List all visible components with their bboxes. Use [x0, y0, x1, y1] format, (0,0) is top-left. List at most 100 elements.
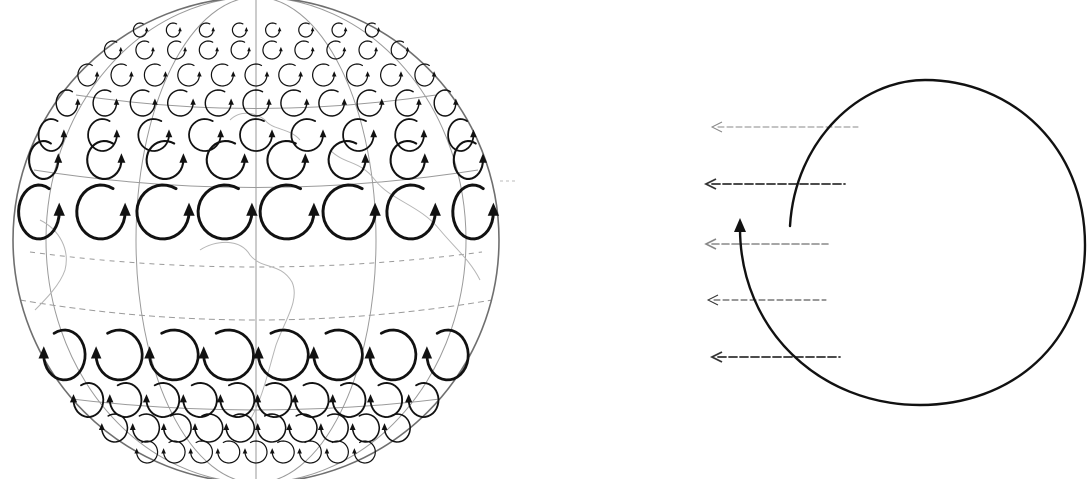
eddy-north-4-3: [189, 119, 224, 151]
eddy-north-1-8: [359, 41, 378, 59]
eddy-north-3-4: [205, 90, 234, 116]
eddy-arrowhead: [382, 423, 388, 430]
eddy-north-2-6: [279, 64, 303, 86]
eddy-arc: [133, 414, 160, 442]
eddy-north-4-5: [291, 119, 326, 151]
eddy-arrowhead: [369, 203, 380, 216]
eddy-arc: [258, 383, 292, 417]
eddy-arc: [300, 441, 322, 463]
eddy-arc: [332, 23, 346, 37]
eddy-arrowhead: [399, 71, 404, 76]
eddy-arrowhead: [367, 394, 374, 402]
eddy-arc: [267, 141, 305, 179]
eddy-arrowhead: [344, 27, 348, 31]
eddy-south-7-6: [365, 330, 416, 380]
eddy-south-8-4: [217, 383, 255, 417]
eddy-arc: [226, 414, 254, 442]
eddy-north-0-3: [232, 23, 248, 37]
eddy-arrowhead: [91, 346, 102, 358]
eddy-arc: [136, 41, 153, 59]
eddy-arc: [96, 330, 142, 380]
eddy-arc: [327, 41, 345, 59]
eddy-arc: [289, 414, 317, 442]
eddy-north-5-4: [267, 141, 309, 179]
wind-arrows: [706, 122, 858, 362]
eddy-arc: [381, 64, 401, 86]
eddy-north-3-5: [243, 90, 272, 116]
eddy-south-10-4: [243, 441, 267, 463]
eddy-arrowhead: [352, 448, 357, 453]
eddy-arc: [453, 185, 494, 239]
eddy-north-3-9: [396, 90, 422, 116]
eddy-arrowhead: [145, 27, 149, 31]
wind-arrow-5: [712, 352, 840, 362]
eddy-arc: [137, 441, 158, 463]
eddy-north-4-8: [448, 119, 477, 151]
eddy-arc: [19, 185, 60, 239]
eddy-arrowhead: [365, 71, 370, 76]
eddy-north-5-3: [207, 141, 249, 179]
eddy-south-9-3: [192, 414, 223, 442]
eddy-arrowhead: [265, 71, 270, 76]
eddy-arrowhead: [183, 47, 187, 51]
eddy-arrowhead: [75, 99, 81, 105]
eddy-arrowhead: [197, 71, 202, 76]
eddy-north-2-7: [313, 64, 337, 86]
eddy-north-4-6: [343, 119, 377, 151]
eddy-arc: [272, 441, 294, 463]
eddy-arrowhead: [245, 27, 249, 31]
eddy-arc: [365, 23, 378, 37]
eddy-arc: [353, 414, 380, 442]
eddy-arrowhead: [241, 153, 249, 162]
eddy-south-10-2: [188, 441, 212, 463]
eddy-arc: [314, 330, 363, 380]
eddy-north-3-6: [281, 90, 310, 116]
eddy-south-10-8: [352, 441, 375, 463]
eddy-north-2-1: [111, 64, 134, 86]
eddy-north-1-7: [327, 41, 346, 59]
eddy-arrowhead: [311, 47, 315, 51]
eddy-arrowhead: [253, 346, 264, 358]
eddy-arrowhead: [106, 394, 113, 402]
eddy-arrowhead: [161, 423, 167, 430]
eddy-arc: [220, 383, 254, 417]
eddy-arc: [370, 330, 416, 380]
eddy-north-0-4: [266, 23, 282, 37]
eddy-north-6-1: [77, 185, 131, 239]
eddy-arc: [387, 185, 435, 239]
eddy-arrowhead: [217, 129, 224, 137]
eddy-arc: [133, 23, 146, 37]
eddy-arrowhead: [243, 448, 248, 453]
eddy-arrowhead: [211, 27, 215, 31]
eddy-arrowhead: [270, 448, 275, 453]
eddy-south-10-5: [270, 441, 294, 463]
eddy-arc: [191, 441, 213, 463]
eddy-arrowhead: [304, 99, 310, 105]
eddy-arrowhead: [54, 153, 62, 162]
eddy-arrowhead: [269, 129, 276, 137]
eddy-arc: [78, 64, 97, 86]
eddy-arc: [231, 41, 249, 59]
eddy-arrowhead: [405, 394, 412, 402]
eddy-south-7-2: [144, 330, 198, 380]
eddy-south-10-7: [325, 441, 349, 463]
eddy-south-8-1: [106, 383, 141, 417]
eddy-arc: [144, 64, 165, 86]
eddy-arrowhead: [309, 346, 320, 358]
eddy-north-6-7: [453, 185, 499, 239]
eddy-arrowhead: [119, 47, 123, 51]
eddy-arc: [77, 185, 125, 239]
eddy-arrowhead: [421, 129, 428, 137]
eddy-arrowhead: [166, 129, 173, 137]
eddy-arc: [168, 41, 186, 59]
eddy-north-6-2: [137, 185, 195, 239]
shear-flow-panel: [706, 80, 1085, 405]
eddy-arc: [178, 64, 200, 86]
eddy-arc: [110, 383, 142, 417]
eddy-arc: [44, 330, 85, 380]
eddy-arc: [327, 441, 349, 463]
eddy-south-9-5: [255, 414, 286, 442]
eddy-north-3-1: [93, 90, 119, 116]
eddy-north-4-2: [138, 119, 172, 151]
